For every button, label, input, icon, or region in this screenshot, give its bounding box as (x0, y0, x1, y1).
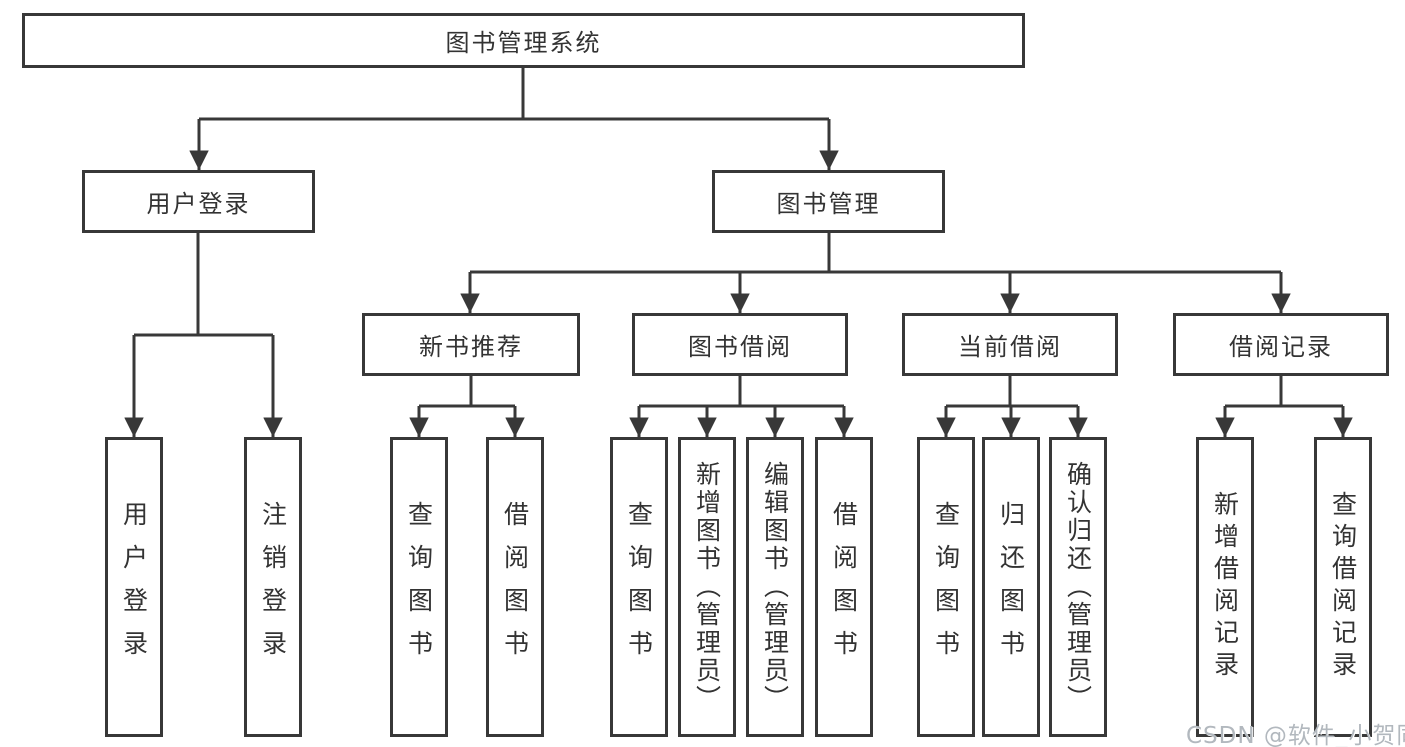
node-book-management-label: 图书管理 (776, 190, 881, 218)
leaf-bb-edit-books-admin-label: 编辑图书（管理员） (760, 461, 790, 713)
leaf-cb-confirm-return-admin-label: 确认归还（管理员） (1063, 461, 1093, 713)
node-book-borrow: 图书借阅 (632, 313, 848, 376)
leaf-nb-query-books: 查询图书 (390, 437, 448, 737)
watermark: CSDN @软件_小贺同学 (1186, 723, 1405, 747)
leaf-nb-borrow-books-label: 借阅图书 (500, 501, 530, 673)
node-user-login: 用户登录 (82, 170, 315, 233)
node-root-label: 图书管理系统 (445, 29, 602, 57)
leaf-br-query-record-label: 查询借阅记录 (1328, 491, 1358, 683)
leaf-cb-return-books-label: 归还图书 (996, 501, 1026, 673)
leaf-cb-query-books: 查询图书 (917, 437, 975, 737)
leaf-logout: 注销登录 (244, 437, 302, 737)
leaf-logout-label: 注销登录 (258, 501, 288, 673)
leaf-bb-borrow-books-label: 借阅图书 (829, 501, 859, 673)
leaf-br-add-record: 新增借阅记录 (1196, 437, 1254, 737)
node-current-borrow: 当前借阅 (902, 313, 1118, 376)
leaf-bb-query-books-label: 查询图书 (624, 501, 654, 673)
node-new-book-recommend: 新书推荐 (362, 313, 580, 376)
leaf-cb-query-books-label: 查询图书 (931, 501, 961, 673)
node-new-book-recommend-label: 新书推荐 (419, 333, 523, 361)
leaf-cb-return-books: 归还图书 (982, 437, 1040, 737)
leaf-nb-borrow-books: 借阅图书 (486, 437, 544, 737)
leaf-bb-edit-books-admin: 编辑图书（管理员） (746, 437, 804, 737)
leaf-nb-query-books-label: 查询图书 (404, 501, 434, 673)
node-root: 图书管理系统 (22, 13, 1025, 68)
node-book-borrow-label: 图书借阅 (688, 333, 792, 361)
node-borrow-records: 借阅记录 (1173, 313, 1389, 376)
leaf-bb-add-books-admin-label: 新增图书（管理员） (692, 461, 722, 713)
leaf-bb-add-books-admin: 新增图书（管理员） (678, 437, 736, 737)
node-book-management: 图书管理 (712, 170, 945, 233)
leaf-br-query-record: 查询借阅记录 (1314, 437, 1372, 737)
node-borrow-records-label: 借阅记录 (1229, 333, 1333, 361)
leaf-user-login-label: 用户登录 (119, 501, 149, 673)
leaf-user-login: 用户登录 (105, 437, 163, 737)
node-user-login-label: 用户登录 (146, 190, 251, 218)
leaf-br-add-record-label: 新增借阅记录 (1210, 491, 1240, 683)
leaf-bb-query-books: 查询图书 (610, 437, 668, 737)
leaf-cb-confirm-return-admin: 确认归还（管理员） (1049, 437, 1107, 737)
leaf-bb-borrow-books: 借阅图书 (815, 437, 873, 737)
node-current-borrow-label: 当前借阅 (958, 333, 1062, 361)
